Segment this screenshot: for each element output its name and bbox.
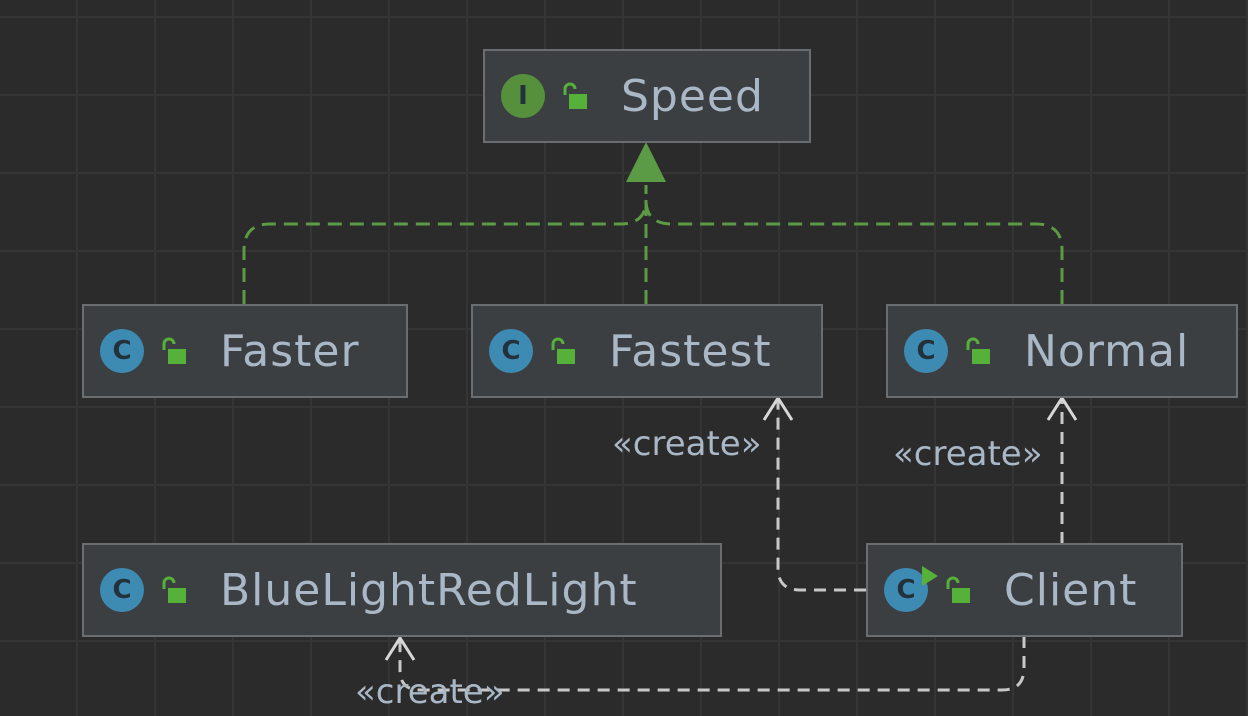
- class-badge-letter: C: [112, 575, 132, 605]
- node-faster-label: Faster: [220, 325, 360, 377]
- unlocked-icon: [946, 576, 970, 603]
- unlocked-icon: [966, 337, 990, 364]
- realization-arrowhead: [626, 142, 666, 182]
- unlocked-icon: [162, 576, 186, 603]
- node-client-label: Client: [1004, 564, 1138, 616]
- node-speed[interactable]: I Speed: [483, 49, 811, 143]
- dependency-arrowheads: [384, 395, 1078, 661]
- realization-edges: [242, 185, 1064, 304]
- create-label-bluelight: «create»: [355, 672, 505, 712]
- unlocked-icon: [551, 337, 575, 364]
- class-icon: C: [489, 329, 533, 373]
- node-faster[interactable]: C Faster: [82, 304, 408, 398]
- node-speed-label: Speed: [621, 70, 764, 122]
- runnable-class-icon: C: [884, 566, 938, 612]
- arrowhead-fastest: [762, 395, 794, 421]
- arrowhead-bluelight: [384, 635, 416, 661]
- node-normal-label: Normal: [1024, 325, 1190, 377]
- class-badge-letter: C: [112, 336, 132, 366]
- class-badge-letter: C: [501, 336, 521, 366]
- node-bluelightredlight-label: BlueLightRedLight: [220, 564, 638, 616]
- interface-badge-letter: I: [518, 81, 528, 111]
- arrowhead-normal: [1046, 395, 1078, 421]
- edge-faster-speed: [242, 199, 648, 304]
- node-bluelightredlight[interactable]: C BlueLightRedLight: [82, 543, 722, 637]
- create-label-fastest: «create»: [612, 424, 762, 464]
- class-icon: C: [100, 329, 144, 373]
- edge-client-fastest: [776, 400, 866, 592]
- class-icon: C: [904, 329, 948, 373]
- interface-icon: I: [501, 74, 545, 118]
- unlocked-icon: [162, 337, 186, 364]
- node-fastest[interactable]: C Fastest: [471, 304, 823, 398]
- node-fastest-label: Fastest: [609, 325, 772, 377]
- dependency-edges: [398, 400, 1064, 692]
- class-icon: C: [100, 568, 144, 612]
- edge-client-bluelight: [398, 636, 1026, 692]
- node-client[interactable]: C Client: [866, 543, 1183, 637]
- class-badge-letter: C: [896, 575, 916, 605]
- class-badge-letter: C: [916, 336, 936, 366]
- run-marker-icon: [922, 566, 938, 586]
- edge-normal-speed: [644, 199, 1064, 304]
- create-label-normal: «create»: [893, 434, 1043, 474]
- unlocked-icon: [563, 82, 587, 109]
- node-normal[interactable]: C Normal: [886, 304, 1238, 398]
